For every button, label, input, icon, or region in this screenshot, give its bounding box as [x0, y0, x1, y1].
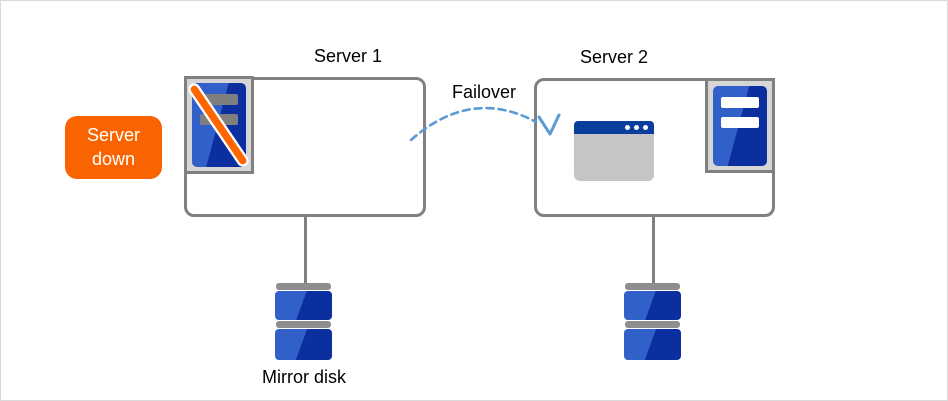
server-down-badge: Server down: [65, 116, 162, 179]
window-dot: [634, 125, 639, 130]
mirror-disk-label: Mirror disk: [262, 367, 346, 387]
server1-title: Server 1: [313, 46, 383, 66]
badge-line2: down: [91, 148, 136, 169]
app-window-icon: [574, 121, 654, 181]
window-dot: [643, 125, 648, 130]
server-slot-bar: [721, 116, 759, 128]
app-window-body: [574, 134, 654, 181]
disk-cap: [625, 321, 680, 328]
disk-segment: [275, 291, 332, 320]
badge-line1: Server: [86, 125, 140, 146]
failover-label: Failover: [451, 82, 517, 102]
mirror-disk-icon: [275, 283, 332, 360]
disk-segment: [624, 329, 681, 360]
server-tower-shape: [713, 85, 767, 166]
server-slot-bar: [200, 94, 238, 105]
disk-cap: [625, 283, 680, 290]
server-icon: [705, 78, 775, 173]
disk-segment: [624, 291, 681, 320]
disk-cap: [276, 321, 331, 328]
server-down-icon: [184, 76, 254, 174]
server1-disk-connector: [304, 216, 307, 283]
server2-title: Server 2: [579, 47, 649, 67]
down-slash-icon: [188, 83, 249, 167]
disk-segment: [275, 329, 332, 360]
server2-disk-connector: [652, 216, 655, 283]
window-dot: [625, 125, 630, 130]
failover-arrow-icon: [409, 106, 561, 142]
server-slot-bar: [721, 96, 759, 108]
app-window-titlebar: [574, 121, 654, 134]
disk-cap: [276, 283, 331, 290]
mirror-disk-icon: [624, 283, 681, 360]
